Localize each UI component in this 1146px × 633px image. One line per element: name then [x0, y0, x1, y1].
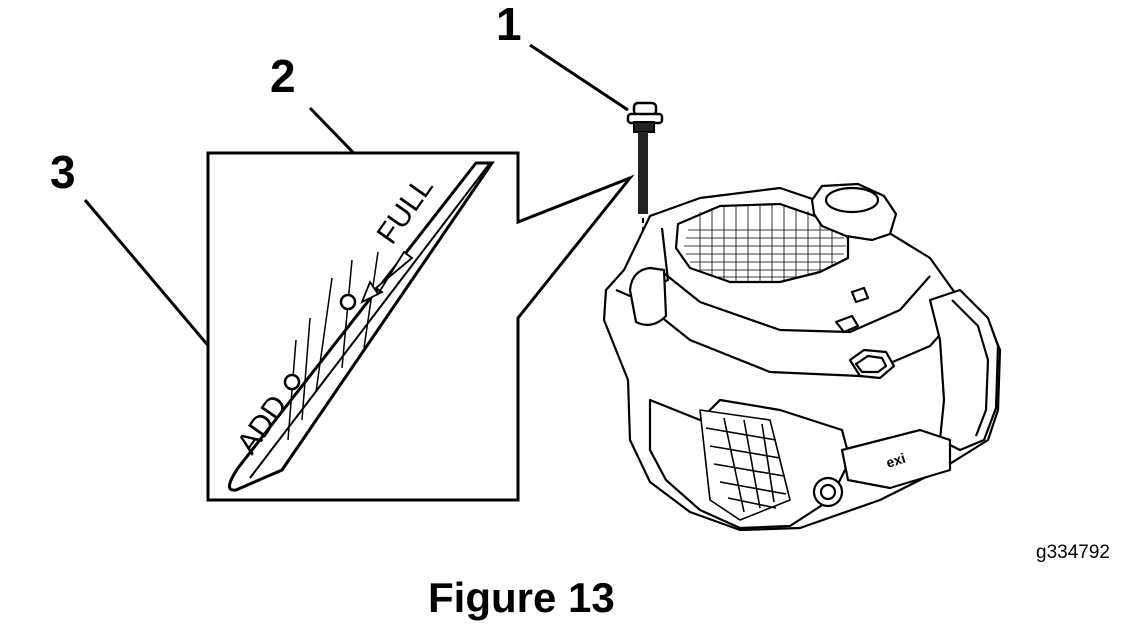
callout-2: 2 — [270, 50, 296, 102]
svg-text:exi: exi — [884, 450, 907, 471]
callout-1: 1 — [496, 0, 522, 50]
figure-code: g334792 — [1036, 542, 1110, 563]
engine-illustration: exi — [602, 182, 1002, 532]
dipstick-blade-closeup — [228, 161, 495, 492]
leader-line-1 — [529, 43, 629, 112]
callout-3: 3 — [50, 146, 76, 198]
figure-caption: Figure 13 — [428, 574, 615, 621]
dipstick-cap-icon — [626, 101, 664, 300]
